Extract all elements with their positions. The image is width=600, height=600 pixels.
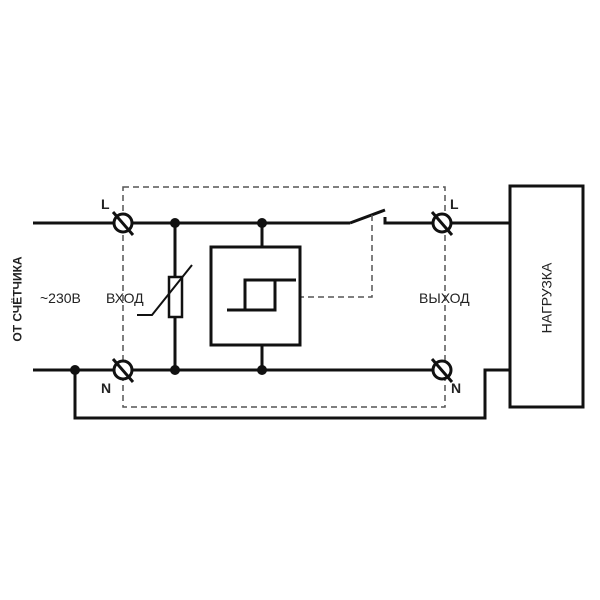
terminal-l-out xyxy=(430,211,454,236)
terminal-n-out xyxy=(430,358,454,383)
terminal-n-in xyxy=(111,358,135,383)
output-label: ВЫХОД xyxy=(419,290,470,306)
label-n-in: N xyxy=(101,380,112,396)
label-l-out: L xyxy=(450,196,459,212)
hysteresis-symbol xyxy=(227,278,296,312)
voltage-label: ~230В xyxy=(40,290,81,306)
load-box xyxy=(508,184,585,409)
wire-return xyxy=(73,368,510,420)
switch-link xyxy=(300,215,373,298)
switch-blade xyxy=(349,208,386,225)
switch-contact xyxy=(383,217,510,225)
relay-module xyxy=(209,245,302,347)
junction xyxy=(70,365,80,375)
junction xyxy=(257,218,267,228)
source-label: ОТ СЧЁТЧИКА xyxy=(10,256,25,342)
terminal-l-in xyxy=(111,211,135,236)
label-n-out: N xyxy=(451,380,462,396)
junction xyxy=(257,365,267,375)
load-label: НАГРУЗКА xyxy=(538,262,555,334)
varistor-slash xyxy=(137,264,193,316)
label-l-in: L xyxy=(101,196,110,212)
varistor xyxy=(167,275,184,319)
junction xyxy=(170,365,180,375)
device-boundary xyxy=(122,186,446,408)
junction xyxy=(170,218,180,228)
input-label: ВХОД xyxy=(106,290,144,306)
